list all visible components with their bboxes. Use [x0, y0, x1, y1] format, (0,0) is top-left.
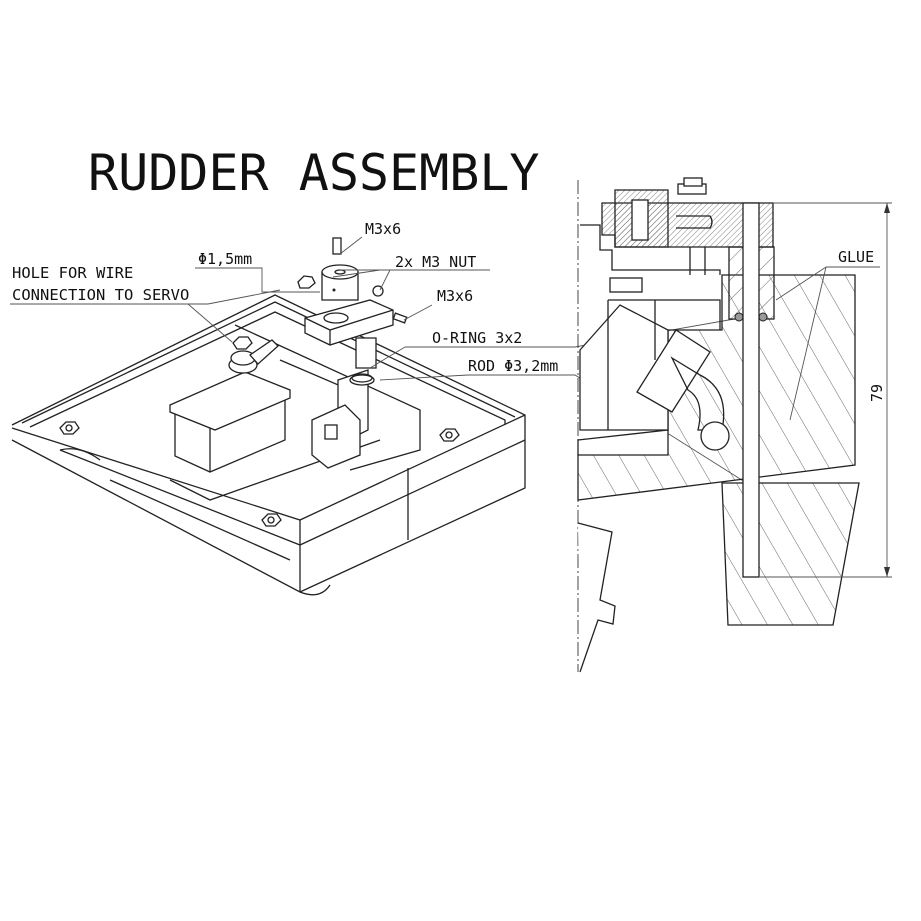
- label-m3x6-top: M3x6: [365, 220, 401, 238]
- label-hole-line2: CONNECTION TO SERVO: [12, 286, 189, 304]
- hex-nut-icon: [261, 513, 282, 527]
- label-hole-diameter: Φ1,5mm: [198, 250, 252, 268]
- label-glue: GLUE: [838, 248, 874, 266]
- label-m3x6-side: M3x6: [437, 287, 473, 305]
- isometric-view: [11, 237, 526, 596]
- hex-nut-icon: [439, 428, 460, 442]
- leader-lines: [10, 236, 746, 483]
- label-rod: ROD Φ3,2mm: [468, 357, 558, 375]
- label-oring: O-RING 3x2: [432, 329, 522, 347]
- hex-nut-icon: [232, 336, 253, 350]
- section-view: [577, 177, 892, 673]
- hex-nut-icon: [59, 421, 80, 435]
- label-nuts: 2x M3 NUT: [395, 253, 476, 271]
- drawing-title: RUDDER ASSEMBLY: [88, 144, 540, 202]
- label-hole-line1: HOLE FOR WIRE: [12, 264, 133, 282]
- dimension-79: 79: [868, 384, 886, 402]
